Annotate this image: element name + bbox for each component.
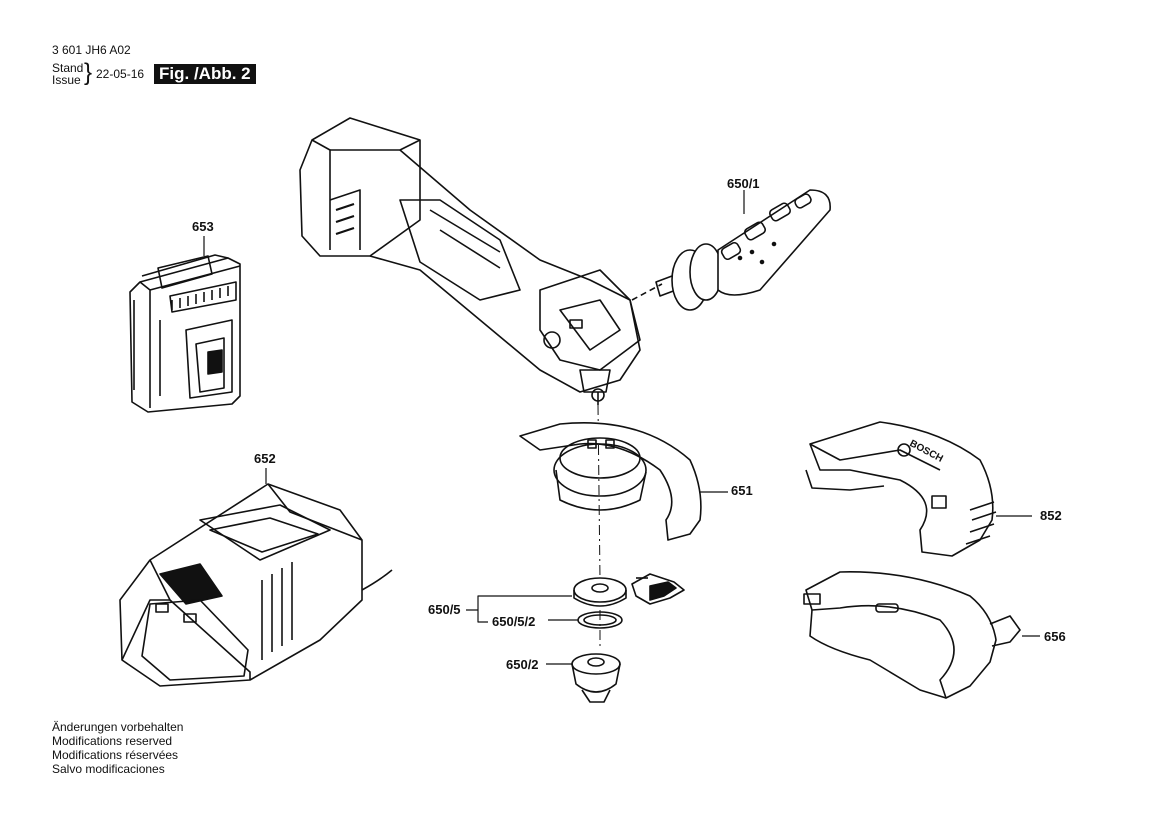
wheel-guard-651 [519,421,728,541]
part-number: 3 601 JH6 A02 [52,43,131,57]
clamping-nut-650-2 [571,653,621,703]
callout-650-1: 650/1 [727,176,760,191]
cutting-guard-852 [805,421,1032,557]
auxiliary-handle-650-1 [631,189,831,311]
issue-date: 22-05-16 [96,67,145,81]
note-es: Salvo modificaciones [52,762,165,776]
callout-653: 653 [192,219,214,234]
note-en: Modifications reserved [52,734,173,748]
flange-650-5 [573,573,685,629]
issue-label: Issue [52,73,81,87]
callout-650-2: 650/2 [506,657,539,672]
callout-652: 652 [254,451,276,466]
cutting-guard-656 [803,571,1040,699]
brace: } [84,59,93,86]
angle-grinder-body [299,117,641,405]
stand-label: Stand [52,61,84,75]
callout-651: 651 [731,483,753,498]
callout-852: 852 [1040,508,1062,523]
callout-650-5-2: 650/5/2 [492,614,536,629]
callout-650-5: 650/5 [428,602,461,617]
battery-pack-653 [129,254,241,413]
charger-652 [119,483,393,687]
note-de: Änderungen vorbehalten [52,720,184,734]
callout-656: 656 [1044,629,1066,644]
figure-badge: Fig. /Abb. 2 [154,64,256,84]
note-fr: Modifications réservées [52,748,179,762]
